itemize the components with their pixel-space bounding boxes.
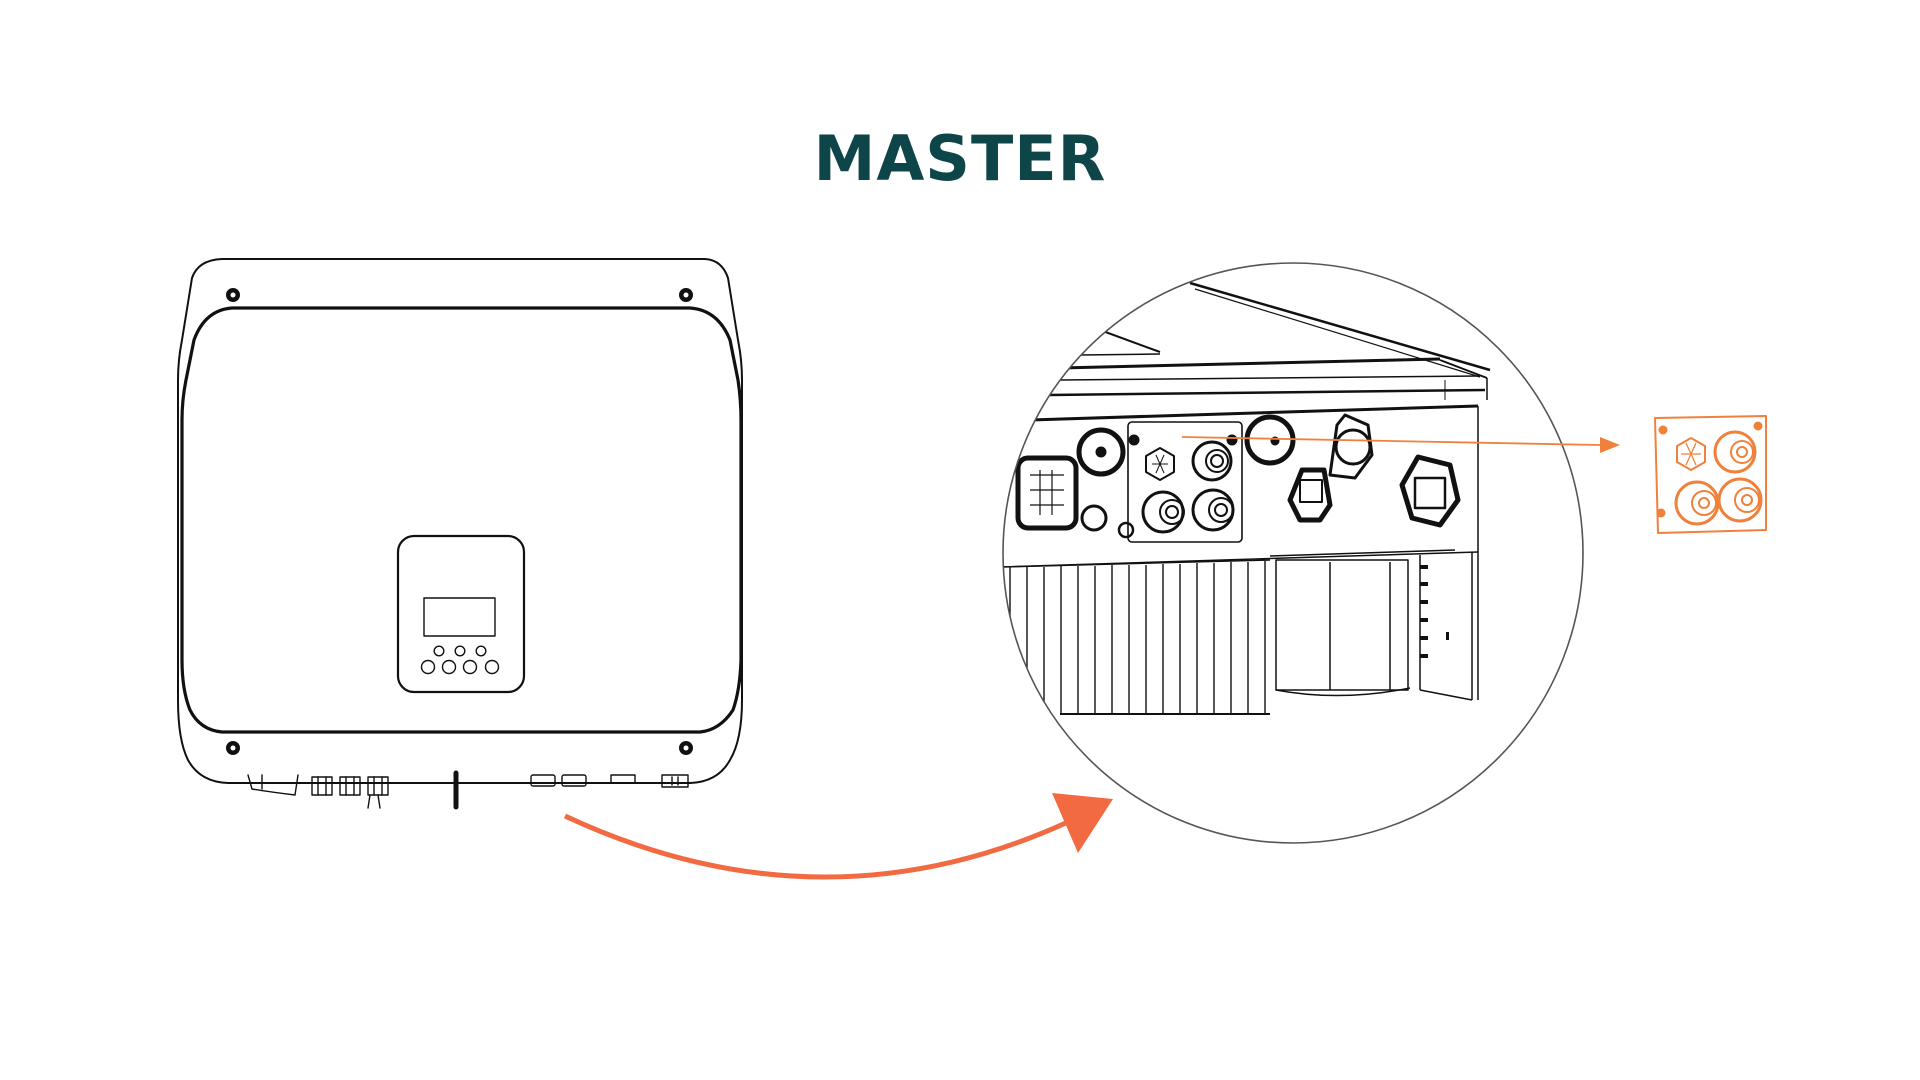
arrow-head-icon bbox=[1052, 793, 1113, 853]
zoom-detail bbox=[1002, 262, 1584, 844]
pointer-arrowhead-icon bbox=[1600, 437, 1620, 453]
page-title: MASTER bbox=[813, 122, 1107, 195]
inverter-front-view bbox=[177, 258, 743, 810]
display-panel bbox=[396, 534, 526, 694]
pv-connector-icons bbox=[311, 776, 389, 809]
lcd-screen bbox=[423, 597, 496, 637]
control-buttons bbox=[420, 645, 500, 675]
highlighted-gland-plate bbox=[1654, 415, 1767, 534]
zoom-circle bbox=[1002, 262, 1584, 844]
cable-gland-icons bbox=[1674, 430, 1763, 526]
bottom-connectors bbox=[247, 770, 689, 810]
pointer-line bbox=[1181, 436, 1601, 446]
arrow-shaft bbox=[563, 813, 1070, 880]
inverter-lid bbox=[180, 306, 743, 734]
blank-plug-icon bbox=[1676, 437, 1706, 471]
pointer-arrow bbox=[1181, 436, 1620, 453]
zoom-arrow bbox=[563, 793, 1113, 880]
screw-icons bbox=[226, 288, 693, 755]
inverter-housing bbox=[177, 258, 743, 784]
